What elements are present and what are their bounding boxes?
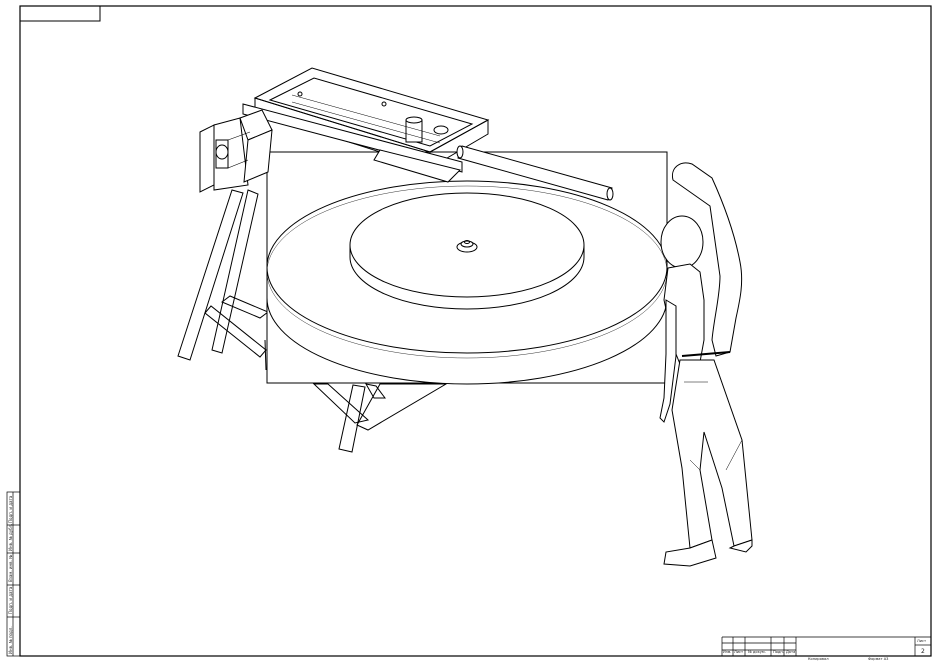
side-strip [6, 491, 21, 657]
title-block-col-signature: Подп. [773, 650, 784, 654]
title-block-col-doc-number: № докум. [748, 650, 766, 654]
side-strip-label-sign-date-2: Подп. и дата [8, 495, 13, 523]
drive-frame [242, 67, 614, 201]
title-block-format: Формат A3 [868, 657, 889, 661]
side-strip-label-replaced-inv: Взам. инв. № [8, 554, 13, 582]
title-block-sheet-number: 2 [921, 648, 925, 655]
turntable-stand [177, 189, 448, 453]
side-strip-label-sign-date-1: Подп. и дата [8, 586, 13, 614]
title-block [721, 636, 931, 656]
side-strip-label-inv-dup: Инв. № дубл. [8, 523, 13, 551]
human-scale-figure [659, 162, 753, 567]
side-strip-label-inv-orig: Инв. № подл. [8, 626, 13, 654]
title-block-sheet-label: Лист [917, 639, 927, 643]
title-block-copied: Копировал [808, 657, 829, 661]
title-block-col-date: Дата [786, 650, 796, 654]
title-block-col-sheet: Лист [734, 650, 744, 654]
turntable-platform [266, 151, 668, 385]
drawing-frame [19, 5, 932, 657]
motor-bracket [199, 109, 273, 193]
title-block-col-change: Изм. [723, 650, 732, 654]
